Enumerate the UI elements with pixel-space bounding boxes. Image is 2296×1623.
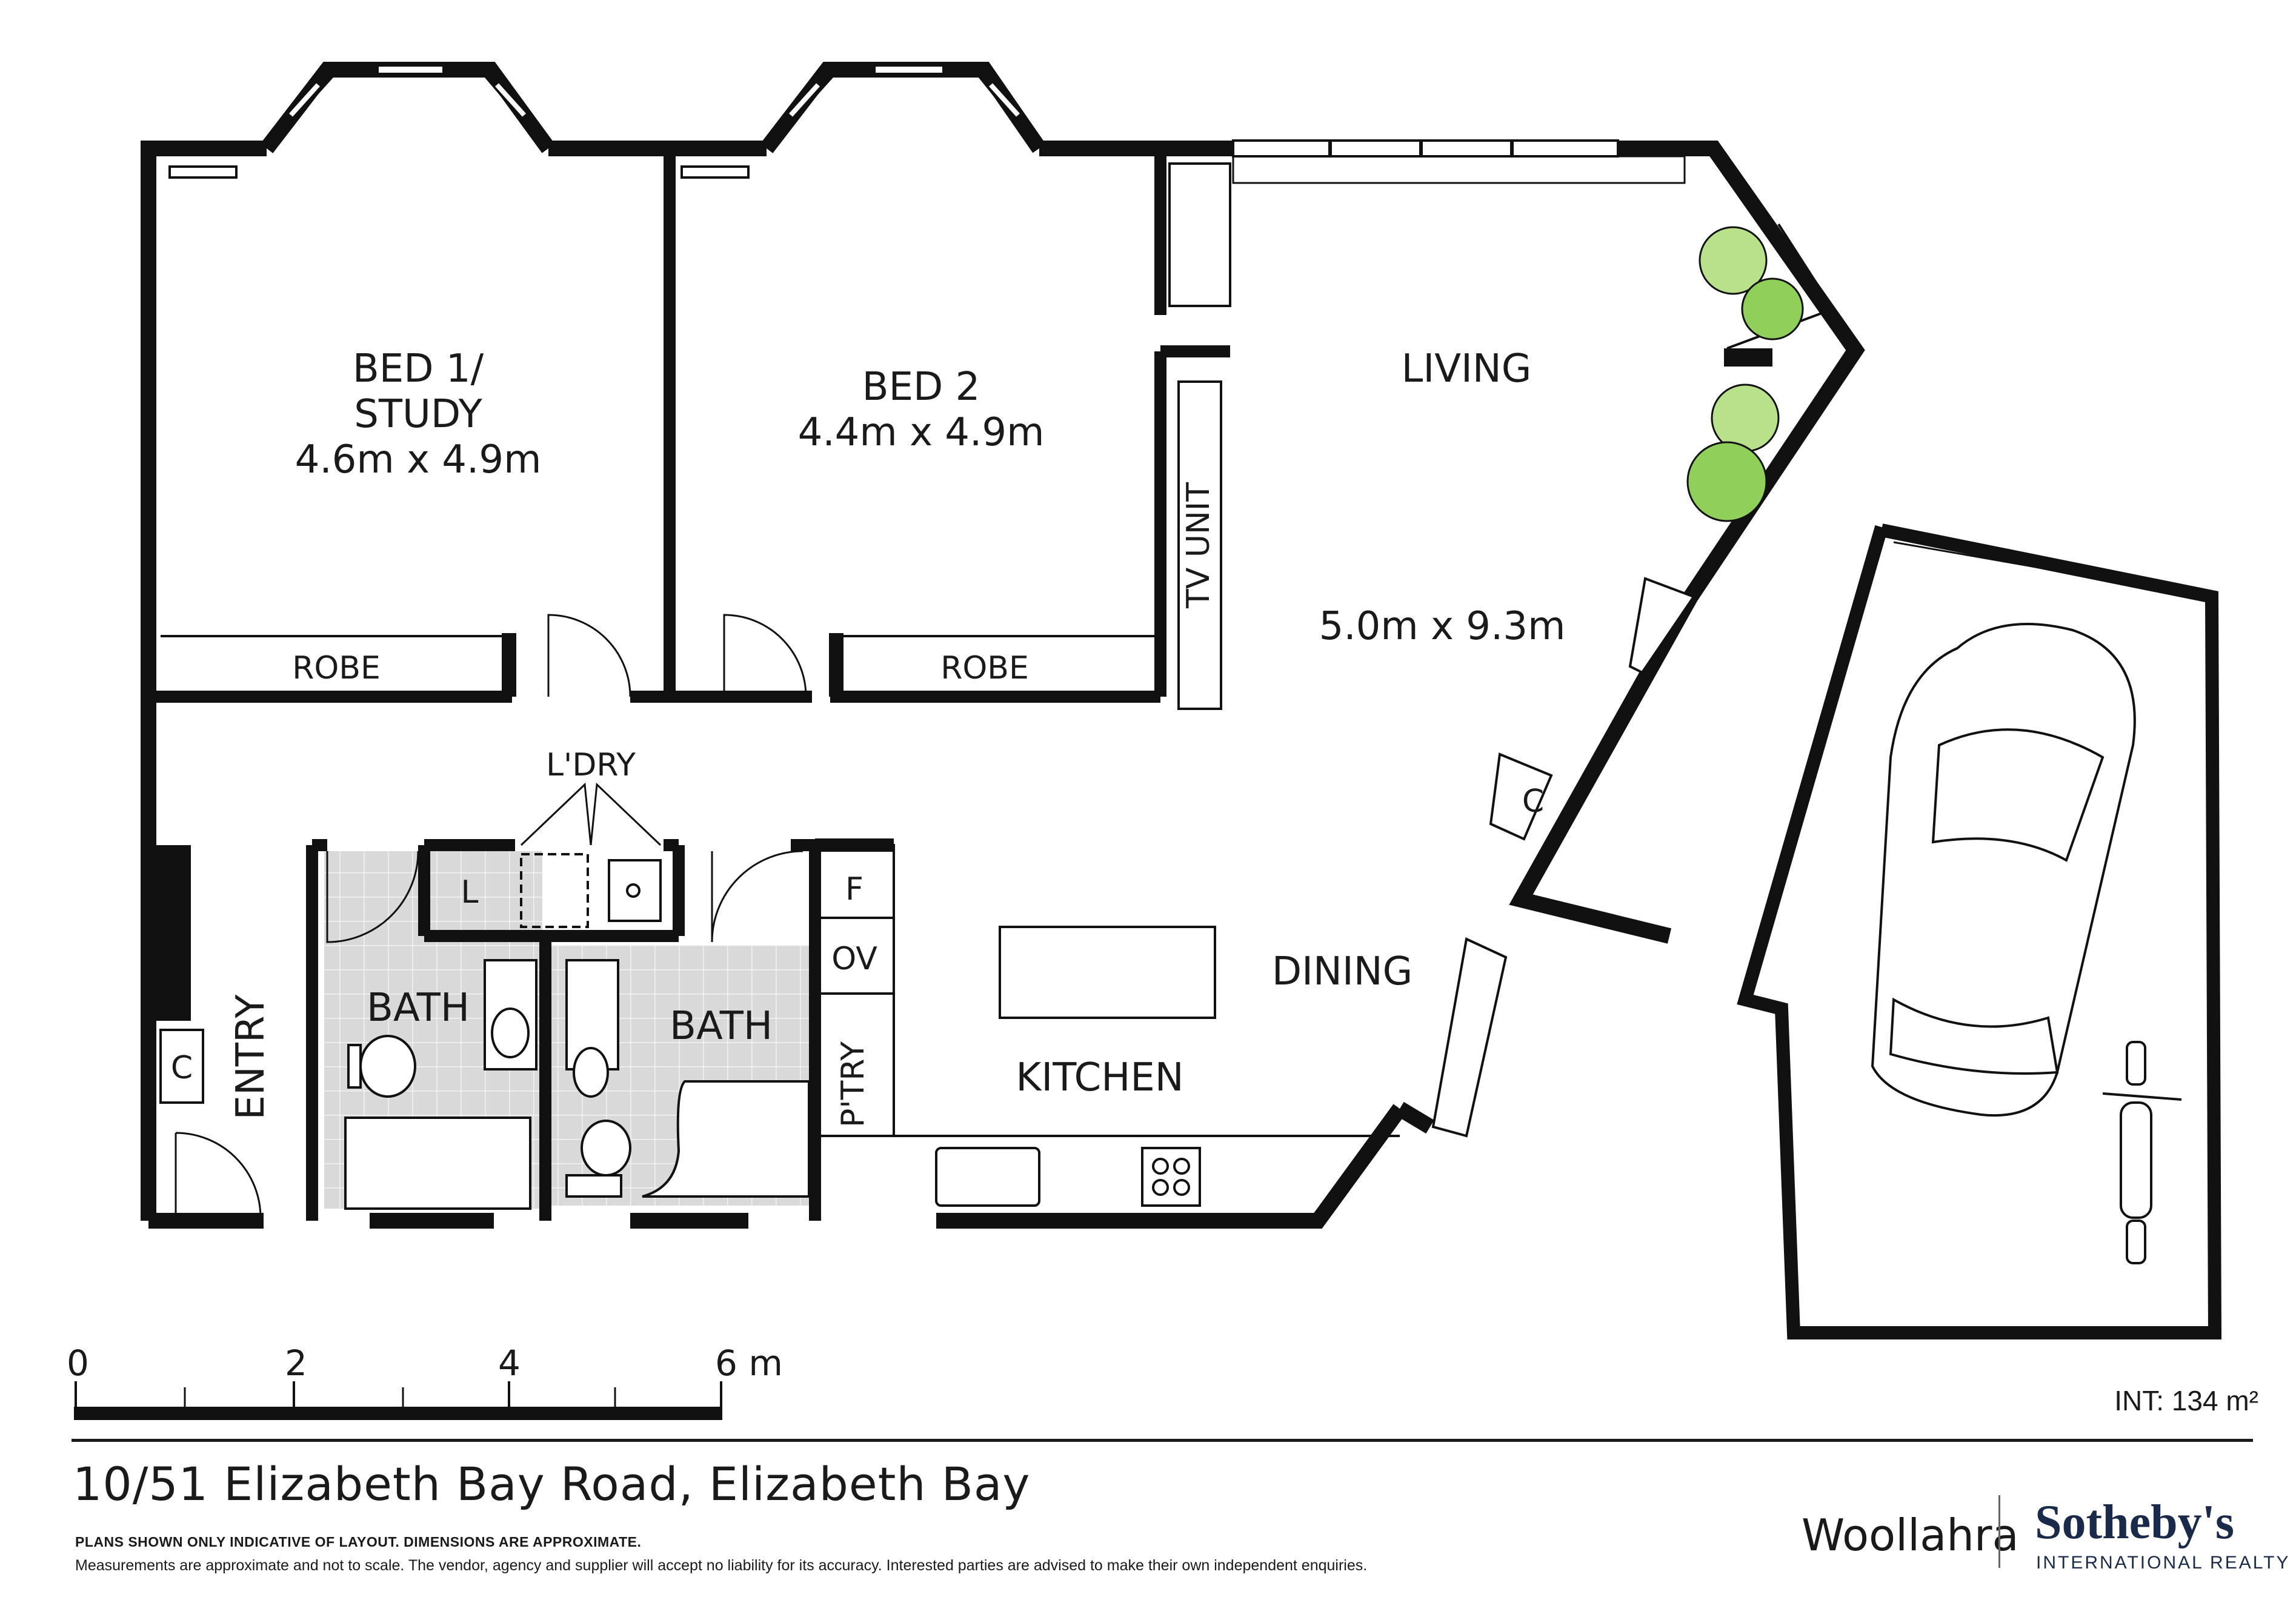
living-size: 5.0m x 9.3m bbox=[1319, 604, 1566, 649]
bed1-label-line2: STUDY bbox=[354, 392, 482, 437]
robes bbox=[161, 165, 1154, 637]
office-name: Woollahra bbox=[1802, 1510, 2019, 1561]
scale-tick-6: 6 m bbox=[715, 1343, 783, 1384]
bed1-size: 4.6m x 4.9m bbox=[295, 437, 542, 482]
laundry-l-label: L bbox=[461, 874, 479, 911]
kitchen-fixtures bbox=[814, 844, 1400, 1207]
dining-label: DINING bbox=[1272, 949, 1413, 994]
bed2-size: 4.4m x 4.9m bbox=[798, 410, 1045, 455]
bath-fixtures bbox=[344, 959, 810, 1210]
disclaimer-bold: PLANS SHOWN ONLY INDICATIVE OF LAYOUT. D… bbox=[75, 1534, 642, 1550]
laundry-units bbox=[520, 853, 662, 928]
robe2-label: ROBE bbox=[940, 650, 1029, 686]
sothebys-logo: Sotheby's bbox=[2035, 1496, 2234, 1549]
robe1-label: ROBE bbox=[292, 650, 381, 686]
internal-area: INT: 134 m² bbox=[2114, 1385, 2258, 1416]
living-cabinet bbox=[1168, 162, 1231, 307]
motorbike-icon bbox=[2102, 1041, 2182, 1264]
living-label: LIVING bbox=[1402, 347, 1532, 391]
garage bbox=[1737, 523, 2222, 1339]
oven-label: OV bbox=[831, 941, 877, 977]
bath1-label: BATH bbox=[367, 986, 470, 1031]
bay-window-bed2 bbox=[760, 62, 1046, 153]
pantry-label: P'TRY bbox=[835, 1041, 871, 1127]
bay-window-bed1 bbox=[260, 62, 555, 153]
scale-tick-2: 2 bbox=[285, 1343, 307, 1384]
car-icon bbox=[1871, 623, 2136, 1117]
bath2-label: BATH bbox=[670, 1004, 773, 1049]
kitchen-label: KITCHEN bbox=[1016, 1055, 1183, 1100]
brand-divider bbox=[1998, 1495, 2000, 1568]
entry-label: ENTRY bbox=[228, 994, 273, 1120]
scale-tick-4: 4 bbox=[498, 1343, 521, 1384]
tv-unit bbox=[1177, 380, 1222, 710]
property-address: 10/51 Elizabeth Bay Road, Elizabeth Bay bbox=[73, 1457, 1031, 1511]
scale-tick-0: 0 bbox=[67, 1343, 89, 1384]
outer-walls bbox=[141, 141, 1865, 1229]
living-cupboard-label: C bbox=[1522, 783, 1544, 820]
bed1-label-line1: BED 1/ bbox=[353, 347, 484, 391]
entry-cupboard-label: C bbox=[171, 1050, 193, 1086]
side-windows bbox=[1431, 577, 1696, 1138]
laundry-label: L'DRY bbox=[546, 747, 636, 783]
bed2-label: BED 2 bbox=[862, 365, 980, 410]
disclaimer-text: Measurements are approximate and not to … bbox=[75, 1557, 1368, 1574]
sothebys-logo-sub: INTERNATIONAL REALTY bbox=[2036, 1553, 2291, 1573]
doors bbox=[175, 614, 807, 1218]
fridge-label: F bbox=[845, 871, 863, 908]
entry-wall-block bbox=[148, 845, 191, 1021]
footer-divider bbox=[72, 1439, 2253, 1442]
plants bbox=[1686, 223, 1835, 522]
entry-cupboard bbox=[159, 1029, 204, 1104]
tv-unit-label: TV UNIT bbox=[1180, 482, 1217, 609]
room-labels: BED 1/ STUDY 4.6m x 4.9m BED 2 4.4m x 4.… bbox=[171, 347, 1566, 1127]
scale-bar: 0 2 4 6 m bbox=[67, 1343, 783, 1420]
living-window bbox=[1232, 139, 1686, 184]
